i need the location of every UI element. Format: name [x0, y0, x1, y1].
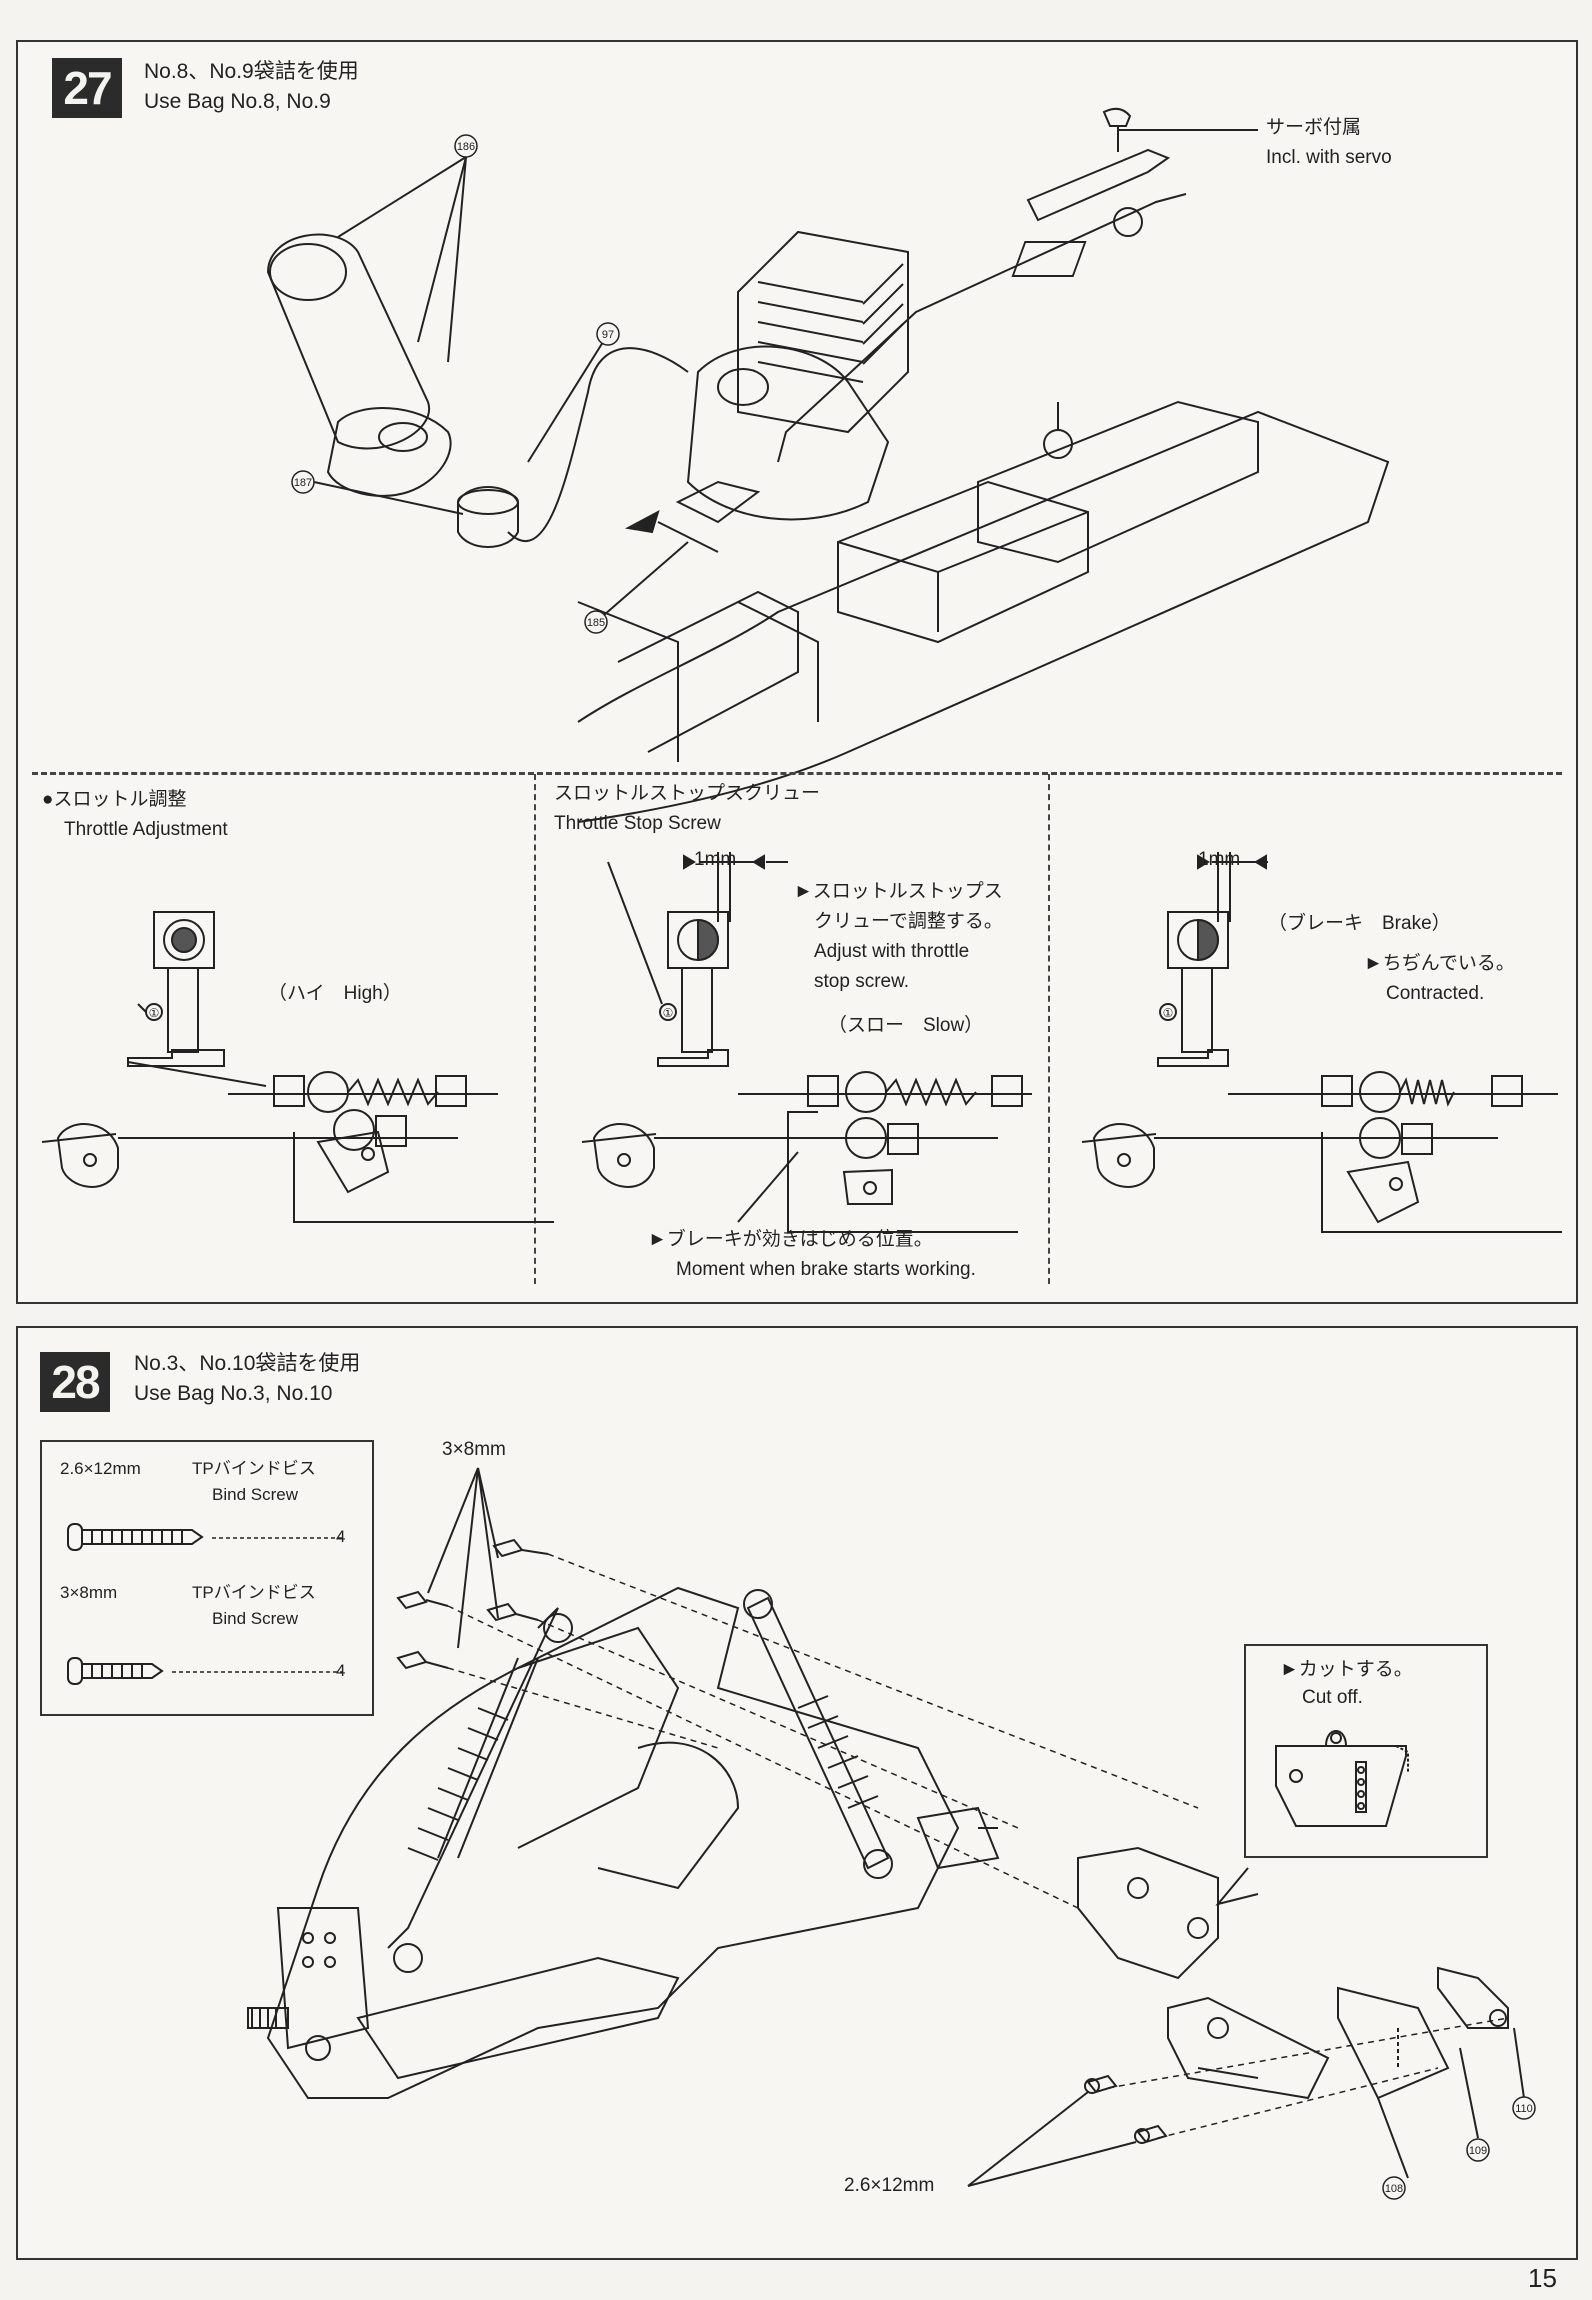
- step-27-number: 27: [52, 58, 122, 118]
- page-number: 15: [1528, 2263, 1557, 2293]
- step-28-number: 28: [40, 1352, 110, 1412]
- throttle-title-en: Throttle Adjustment: [64, 819, 228, 840]
- adjust-en-1: Adjust with throttle: [814, 941, 970, 962]
- legend-qty-1: 4: [336, 1527, 346, 1546]
- legend-type-jp-1: TPバインドビス: [192, 1459, 316, 1478]
- contracted-en: Contracted.: [1386, 983, 1485, 1004]
- brake-start-en: Moment when brake starts working.: [676, 1259, 976, 1280]
- callout-110: 110: [1515, 2103, 1533, 2115]
- step-28-bag-jp: No.3、No.10袋詰を使用: [134, 1352, 361, 1375]
- throttle-divider-left: [534, 774, 536, 1284]
- servo-note-en: Incl. with servo: [1266, 147, 1392, 168]
- legend-type-en-1: Bind Screw: [212, 1485, 298, 1504]
- step-27-bag-en: Use Bag No.8, No.9: [144, 90, 331, 113]
- parts-legend: 2.6×12mm TPバインドビス Bind Screw 4 3×8mm TPバ…: [40, 1440, 374, 1716]
- callout-186: 186: [457, 141, 475, 153]
- step-28-panel: 28 No.3、No.10袋詰を使用 Use Bag No.3, No.10 2…: [16, 1326, 1578, 2260]
- throttle-diagrams: ① ① ①: [41, 852, 1562, 1233]
- servo-note-jp: サーボ付属: [1266, 117, 1362, 138]
- high-label: （ハイ High）: [268, 983, 402, 1004]
- cut-off-callout: ►カットする。 Cut off.: [1244, 1644, 1488, 1858]
- adjust-jp-1: ►スロットルストップス: [794, 881, 1003, 902]
- legend-size-1: 2.6×12mm: [60, 1459, 141, 1478]
- contracted-jp: ►ちぢんでいる。: [1364, 953, 1515, 974]
- legend-type-jp-2: TPバインドビス: [192, 1583, 316, 1602]
- legend-qty-2: 4: [336, 1661, 346, 1680]
- screw-label-3x8: 3×8mm: [442, 1439, 506, 1460]
- legend-type-en-2: Bind Screw: [212, 1609, 298, 1628]
- brake-label: （ブレーキ Brake）: [1268, 913, 1451, 934]
- throttle-divider-right: [1048, 774, 1050, 1284]
- engine-assembly-drawing: 186 97 187 185: [266, 107, 1390, 823]
- throttle-title-jp: ●スロットル調整: [42, 789, 187, 810]
- servo-callout-2: ①: [663, 1006, 674, 1020]
- brake-start-jp: ►ブレーキが効きはじめる位置。: [648, 1229, 933, 1250]
- legend-size-2: 3×8mm: [60, 1583, 118, 1602]
- screw-label-2-6x12: 2.6×12mm: [844, 2175, 935, 2196]
- rear-suspension-drawing: 110 108 109: [247, 1467, 1536, 2200]
- servo-callout-3: ①: [1163, 1006, 1174, 1020]
- bind-screw-12mm-icon: [67, 1523, 342, 1551]
- cut-off-jp: ►カットする。: [1280, 1659, 1413, 1680]
- slow-label: （スロー Slow）: [828, 1015, 984, 1036]
- step-28-bag-en: Use Bag No.3, No.10: [134, 1382, 333, 1405]
- cut-off-en: Cut off.: [1302, 1687, 1363, 1708]
- callout-109: 109: [1469, 2145, 1487, 2157]
- step-27-panel: 27 No.8、No.9袋詰を使用 Use Bag No.8, No.9 サーボ…: [16, 40, 1578, 1304]
- shock-tower-cut-icon: [1275, 1730, 1409, 1827]
- callout-187: 187: [294, 477, 312, 489]
- bind-screw-8mm-icon: [67, 1657, 342, 1685]
- callout-108: 108: [1385, 2183, 1403, 2195]
- callout-97: 97: [602, 329, 614, 341]
- step-27-bag-jp: No.8、No.9袋詰を使用: [144, 60, 359, 83]
- adjust-en-2: stop screw.: [814, 971, 910, 992]
- gap-label-1: 1mm: [694, 849, 737, 870]
- stop-screw-jp: スロットルストップスクリュー: [554, 783, 821, 804]
- adjust-jp-2: クリューで調整する。: [814, 911, 1003, 932]
- callout-185: 185: [587, 617, 605, 629]
- servo-callout-1: ①: [149, 1006, 160, 1020]
- throttle-section-divider: [32, 772, 1562, 775]
- stop-screw-en: Throttle Stop Screw: [554, 813, 721, 834]
